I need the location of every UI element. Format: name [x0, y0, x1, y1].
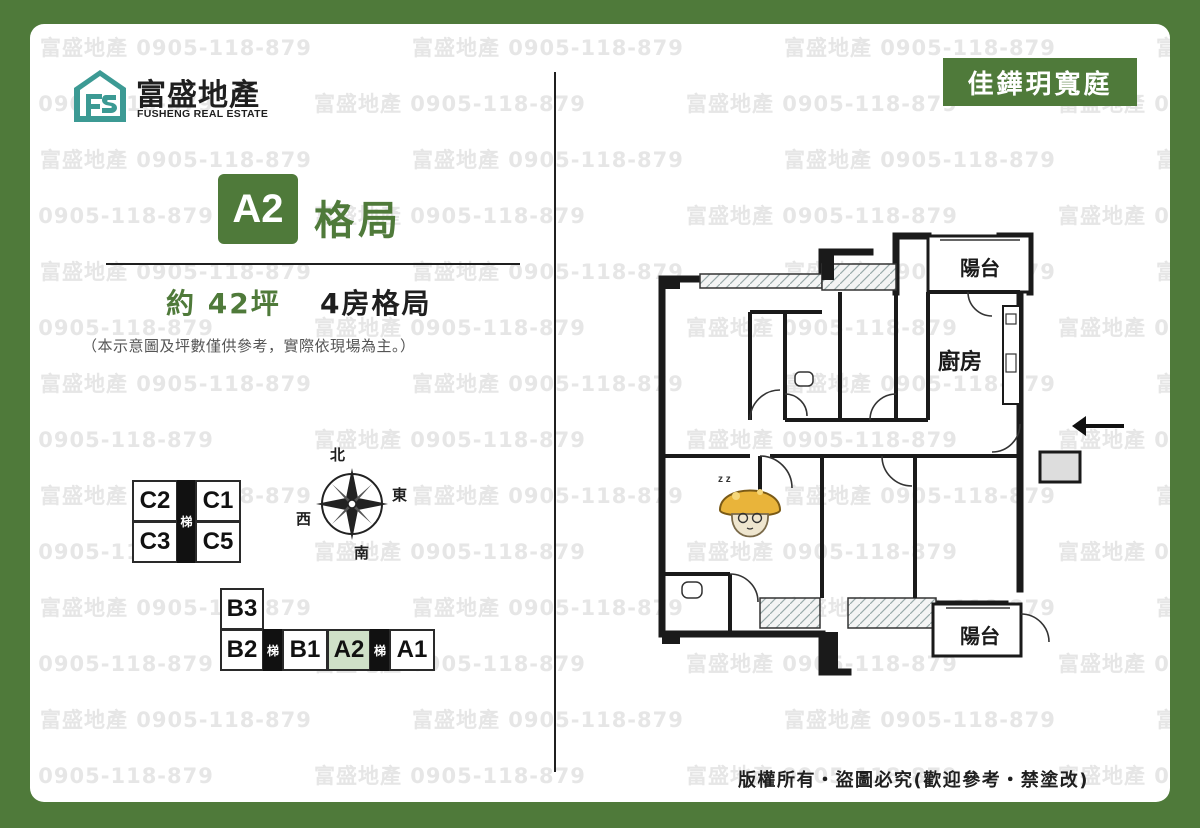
watermark-text: 富盛地產 0905-118-879: [40, 708, 312, 732]
disclaimer-note: （本示意圖及坪數僅供參考，實際依現場為主。）: [82, 337, 416, 355]
watermark-text: 富盛地產 0905-118-879: [1156, 36, 1170, 60]
watermark-text: 富盛地產 0905-118-879: [30, 764, 214, 788]
watermark-text: 富盛地產 0905-118-879: [40, 36, 312, 60]
compass: 北 東 南 西: [294, 446, 424, 586]
unit-b3[interactable]: B3: [220, 588, 264, 630]
watermark-text: 富盛地產 0905-118-879: [1156, 596, 1170, 620]
compass-north: 北: [330, 446, 346, 464]
stairwell-b: 梯: [263, 629, 283, 671]
unit-c1[interactable]: C1: [195, 480, 241, 522]
compass-west: 西: [296, 510, 312, 528]
room-label-balcony-bottom: 陽台: [960, 624, 1000, 648]
fs-house-logo-icon: [74, 70, 126, 122]
stairwell-a: 梯: [370, 629, 390, 671]
compass-rose-icon: [316, 468, 388, 540]
unit-a2-highlighted[interactable]: A2: [327, 629, 371, 671]
room-label-kitchen: 廚房: [938, 350, 983, 375]
watermark-text: 富盛地產 0905-118-879: [686, 92, 958, 116]
watermark-text: 富盛地產 0905-118-879: [314, 92, 586, 116]
compass-east: 東: [392, 486, 408, 504]
watermark-text: 富盛地產 0905-118-879: [412, 148, 684, 172]
layout-title: 格局: [314, 198, 402, 244]
entrance-arrow-icon: [1072, 416, 1124, 436]
watermark-text: 富盛地產 0905-118-879: [1156, 372, 1170, 396]
unit-c3[interactable]: C3: [132, 521, 178, 563]
unit-c5[interactable]: C5: [195, 521, 241, 563]
copyright-notice: 版權所有・盜圖必究(歡迎參考・禁塗改): [738, 770, 1089, 791]
watermark-text: 富盛地產 0905-118-879: [412, 36, 684, 60]
watermark-text: 富盛地產 0905-118-879: [1156, 260, 1170, 284]
unit-b2[interactable]: B2: [220, 629, 264, 671]
floor-plan-drawing: z z: [658, 232, 1124, 676]
floorplan-card: 富盛地產 0905-118-879 富盛地產 0905-118-879 富盛地產 0…: [30, 24, 1170, 802]
watermark-text: 富盛地產 0905-118-879: [784, 708, 1056, 732]
unit-code-badge: A2: [218, 174, 298, 244]
unit-a1[interactable]: A1: [389, 629, 435, 671]
logo-english-name: FUSHENG REAL ESTATE: [137, 108, 269, 120]
room-count: 4房格局: [320, 287, 432, 320]
unit-c2[interactable]: C2: [132, 480, 178, 522]
watermark-text: 富盛地產 0905-118-879: [1156, 484, 1170, 508]
watermark-text: 富盛地產 0905-118-879: [40, 596, 312, 620]
compass-south: 南: [354, 544, 370, 562]
stairwell-c: 梯: [177, 480, 196, 563]
window-band: [699, 273, 823, 289]
watermark-text: 富盛地產 0905-118-879: [30, 652, 214, 676]
svg-text:z z: z z: [718, 474, 731, 485]
unit-size: 約 42坪: [166, 287, 281, 320]
unit-b1[interactable]: B1: [282, 629, 328, 671]
watermark-text: 富盛地產 0905-118-879: [30, 204, 214, 228]
watermark-text: 富盛地產 0905-118-879: [40, 372, 312, 396]
logo-name: 富盛地產: [136, 78, 260, 113]
watermark-text: 富盛地產 0905-118-879: [1156, 148, 1170, 172]
project-name-badge: 佳鏵玥寬庭: [943, 58, 1137, 106]
watermark-text: 富盛地產 0905-118-879: [30, 428, 214, 452]
company-logo[interactable]: 富盛地產 FUSHENG REAL ESTATE: [70, 66, 310, 126]
room-label-balcony-top: 陽台: [960, 256, 1000, 280]
vertical-divider: [554, 72, 556, 772]
floor-plan[interactable]: z z 陽台 廚房 陽台: [590, 194, 1150, 694]
sleeping-mushroom-mascot-icon: z z: [718, 474, 782, 538]
watermark-text: 富盛地產 0905-118-879: [412, 708, 684, 732]
watermark-text: 富盛地產 0905-118-879: [784, 148, 1056, 172]
watermark-text: 富盛地產 0905-118-879: [40, 148, 312, 172]
title-underline: [106, 263, 520, 265]
watermark-text: 富盛地產 0905-118-879: [1156, 708, 1170, 732]
watermark-text: 富盛地產 0905-118-879: [314, 764, 586, 788]
